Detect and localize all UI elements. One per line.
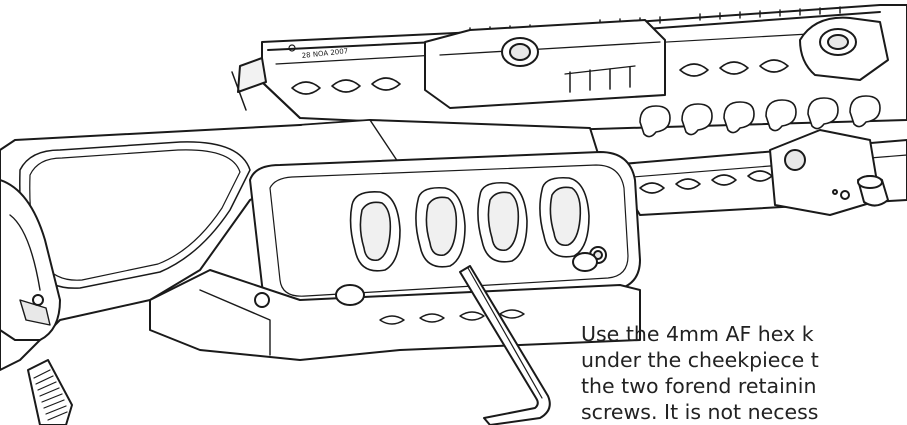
forend	[249, 151, 641, 312]
instruction-caption: Use the 4mm AF hex k under the cheekpiec…	[581, 321, 907, 425]
vent-slots-upper	[291, 59, 789, 95]
butt-plate	[0, 179, 61, 341]
hex-key	[459, 265, 551, 425]
caption-line: Use the 4mm AF hex k	[581, 322, 814, 346]
cheekpiece	[0, 119, 601, 371]
forend-lower-block	[149, 252, 641, 361]
keyhole-slots-row	[639, 95, 881, 138]
caption-line: the two forend retainin	[581, 374, 817, 398]
finger-grooves	[349, 176, 590, 272]
serrated-lever	[27, 359, 73, 425]
caption-line: screws. It is not necess	[581, 400, 819, 424]
clamp-block	[769, 129, 889, 216]
rail-nut-right	[799, 16, 889, 81]
rail-mount-block	[424, 19, 666, 109]
caption-line: under the cheekpiece t	[581, 348, 819, 372]
